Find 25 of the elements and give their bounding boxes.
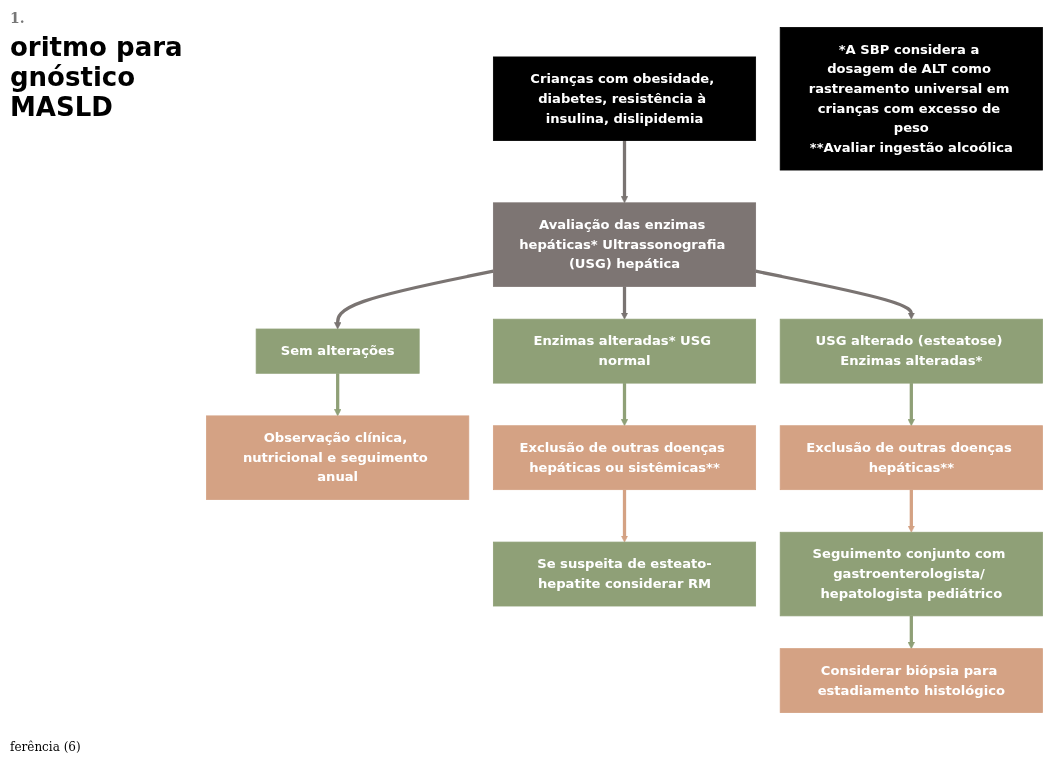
node-box: USG alterado (esteatose) Enzimas alteradas* bbox=[779, 318, 1043, 384]
node-box: Observação clínica, nutricional e seguimento anual bbox=[206, 415, 470, 500]
arrow bbox=[907, 615, 915, 649]
node-box: Crianças com obesidade, diabetes, resistência à insulina, dislipidemia bbox=[492, 56, 757, 141]
arrow bbox=[620, 286, 629, 320]
node-box: Exclusão de outras doenças hepáticas** bbox=[779, 425, 1043, 491]
node-box: Exclusão de outras doenças hepáticas ou sistêmicas** bbox=[492, 425, 757, 491]
arrow bbox=[755, 269, 915, 320]
node-box: Avaliação das enzimas hepáticas* Ultrassonografia (USG) hepática bbox=[492, 202, 757, 287]
arrow bbox=[620, 140, 629, 204]
node-box: Se suspeita de esteato-hepatite considerar RM bbox=[492, 541, 757, 607]
node-box: Seguimento conjunto com gastroenterologista/ hepatologista pediátrico bbox=[779, 531, 1043, 617]
arrow bbox=[620, 489, 629, 543]
node-box: Enzimas alteradas* USG normal bbox=[492, 318, 757, 384]
arrow bbox=[334, 373, 342, 417]
node-box: *A SBP considera a dosagem de ALT como rastreamento universal em crianças com excesso de peso **Avaliar ingestão alcoólica bbox=[779, 27, 1043, 171]
arrow bbox=[620, 383, 629, 427]
arrow bbox=[907, 383, 915, 427]
title: oritmo para gnóstico MASLD bbox=[10, 32, 184, 122]
node-box: Sem alterações bbox=[255, 328, 420, 374]
arrow bbox=[334, 269, 494, 330]
arrow bbox=[907, 489, 915, 533]
node-box: Considerar biópsia para estadiamento histológico bbox=[779, 648, 1043, 713]
figure-number: 1. bbox=[10, 10, 26, 26]
caption: ferência (6) bbox=[9, 740, 82, 754]
